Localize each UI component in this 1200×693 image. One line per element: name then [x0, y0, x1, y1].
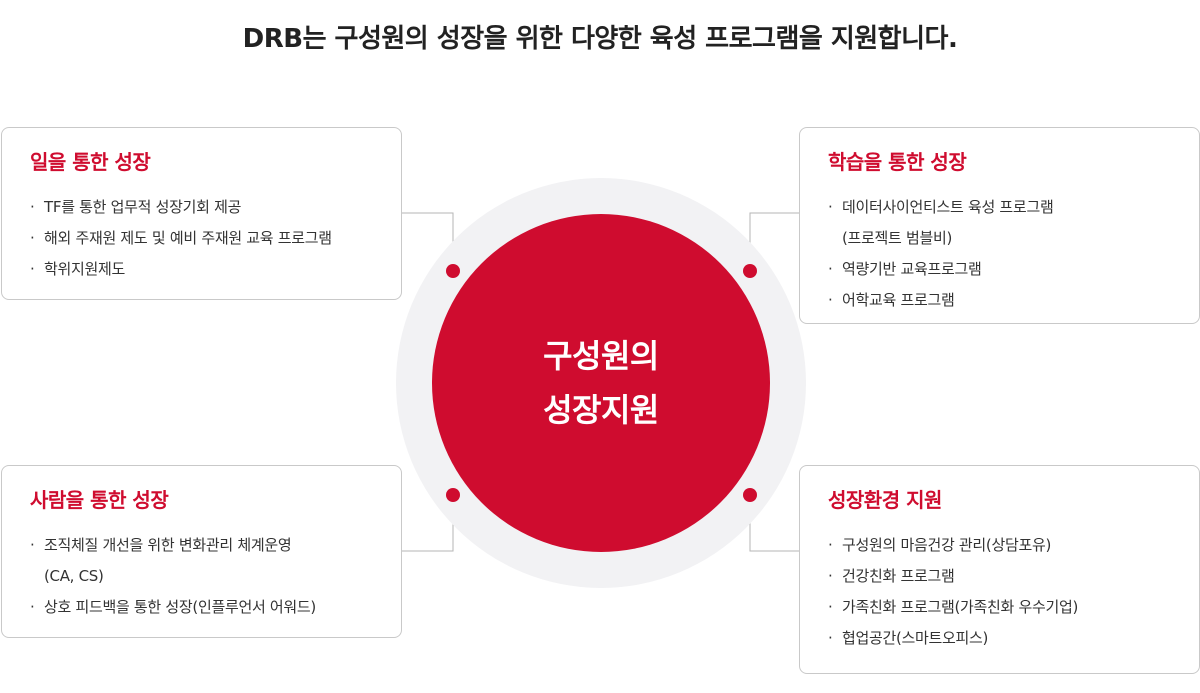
list-item-text: TF를 통한 업무적 성장기회 제공 — [44, 198, 242, 216]
box-list: · 구성원의 마음건강 관리(상담포유) · 건강친화 프로그램 · 가족친화 프로그… — [828, 530, 1199, 654]
bullet-icon: · — [30, 260, 35, 278]
dot-work — [446, 264, 460, 278]
list-item-continuation: (CA, CS) — [44, 567, 104, 585]
list-item: · 어학교육 프로그램 — [828, 285, 1199, 316]
list-item: · 협업공간(스마트오피스) — [828, 623, 1199, 654]
list-item: · 상호 피드백을 통한 성장(인플루언서 어워드) — [30, 592, 401, 623]
bullet-icon: · — [828, 598, 833, 616]
bullet-icon: · — [828, 536, 833, 554]
list-item-text: 구성원의 마음건강 관리(상담포유) — [842, 536, 1052, 554]
dot-learn — [743, 264, 757, 278]
box-work-growth: 일을 통한 성장 · TF를 통한 업무적 성장기회 제공 · 해외 주재원 제도 … — [1, 127, 402, 300]
center-label-line1: 구성원의 — [543, 337, 659, 375]
list-item-text: 건강친화 프로그램 — [842, 567, 955, 585]
list-item-text: 데이터사이언티스트 육성 프로그램 — [842, 198, 1054, 216]
list-item: · 구성원의 마음건강 관리(상담포유) — [828, 530, 1199, 561]
list-item: · 데이터사이언티스트 육성 프로그램 (프로젝트 범블비) — [828, 192, 1199, 254]
list-item-text: 가족친화 프로그램(가족친화 우수기업) — [842, 598, 1079, 616]
center-label-line2: 성장지원 — [543, 391, 659, 429]
bullet-icon: · — [828, 291, 833, 309]
list-item-continuation: (프로젝트 범블비) — [842, 229, 953, 247]
bullet-icon: · — [828, 198, 833, 216]
list-item: · 가족친화 프로그램(가족친화 우수기업) — [828, 592, 1199, 623]
list-item-text: 협업공간(스마트오피스) — [842, 629, 989, 647]
center-circle: 구성원의 성장지원 — [432, 214, 770, 552]
list-item: · 조직체질 개선을 위한 변화관리 체계운영 (CA, CS) — [30, 530, 401, 592]
list-item: · TF를 통한 업무적 성장기회 제공 — [30, 192, 401, 223]
list-item: · 건강친화 프로그램 — [828, 561, 1199, 592]
list-item: · 학위지원제도 — [30, 254, 401, 285]
page-title: DRB는 구성원의 성장을 위한 다양한 육성 프로그램을 지원합니다. — [242, 24, 958, 54]
box-title: 사람을 통한 성장 — [30, 488, 169, 512]
list-item-text: 학위지원제도 — [44, 260, 126, 278]
box-people-growth: 사람을 통한 성장 · 조직체질 개선을 위한 변화관리 체계운영 (CA, CS)… — [1, 465, 402, 638]
list-item-text: 해외 주재원 제도 및 예비 주재원 교육 프로그램 — [44, 229, 332, 247]
list-item: · 해외 주재원 제도 및 예비 주재원 교육 프로그램 — [30, 223, 401, 254]
box-list: · TF를 통한 업무적 성장기회 제공 · 해외 주재원 제도 및 예비 주재원 … — [30, 192, 401, 285]
box-title: 성장환경 지원 — [828, 488, 942, 512]
box-learning-growth: 학습을 통한 성장 · 데이터사이언티스트 육성 프로그램 (프로젝트 범블비) ·… — [799, 127, 1200, 324]
bullet-icon: · — [30, 198, 35, 216]
box-title: 일을 통한 성장 — [30, 150, 151, 174]
list-item-text: 조직체질 개선을 위한 변화관리 체계운영 — [44, 536, 292, 554]
box-list: · 조직체질 개선을 위한 변화관리 체계운영 (CA, CS) · 상호 피드백을 … — [30, 530, 401, 623]
box-title: 학습을 통한 성장 — [828, 150, 967, 174]
bullet-icon: · — [828, 567, 833, 585]
box-list: · 데이터사이언티스트 육성 프로그램 (프로젝트 범블비) · 역량기반 교육프로그… — [828, 192, 1199, 316]
bullet-icon: · — [30, 536, 35, 554]
list-item: · 역량기반 교육프로그램 — [828, 254, 1199, 285]
bullet-icon: · — [828, 629, 833, 647]
box-environment-support: 성장환경 지원 · 구성원의 마음건강 관리(상담포유) · 건강친화 프로그램 ·… — [799, 465, 1200, 674]
bullet-icon: · — [30, 598, 35, 616]
list-item-text: 역량기반 교육프로그램 — [842, 260, 982, 278]
bullet-icon: · — [30, 229, 35, 247]
dot-people — [446, 488, 460, 502]
list-item-text: 어학교육 프로그램 — [842, 291, 955, 309]
dot-env — [743, 488, 757, 502]
list-item-text: 상호 피드백을 통한 성장(인플루언서 어워드) — [44, 598, 316, 616]
bullet-icon: · — [828, 260, 833, 278]
